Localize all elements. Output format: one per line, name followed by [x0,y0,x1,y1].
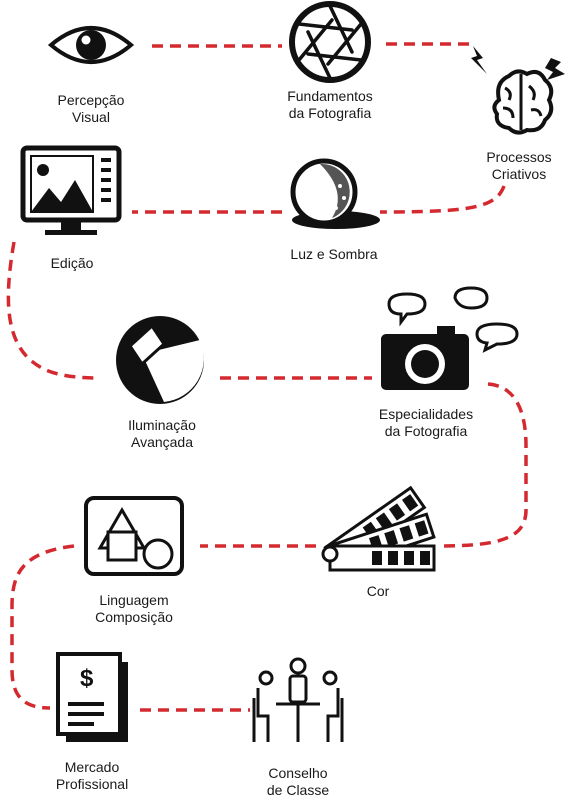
color-swatch-icon [321,485,436,572]
monitor-image-icon [20,145,122,235]
meeting-icon [252,657,344,742]
step-label-edicao: Edição [50,255,94,271]
path-seg-composition-market [10,544,75,710]
brain-icon [471,46,565,135]
shapes-icon [84,496,184,576]
step-label-processos-criativos: Processos Criativos [486,149,552,182]
step-label-linguagem-composicao: Linguagem Composição [95,592,173,625]
aperture-icon [289,1,371,83]
step-label-conselho-de-classe: Conselho de Classe [266,765,330,798]
path-seg-editing-lighting [6,241,97,380]
eye-icon [47,26,135,64]
connector-path [6,42,528,712]
lighting-icon [116,316,204,404]
step-label-cor: Cor [366,583,390,599]
step-label-percepcao-visual: Percepção Visual [57,92,125,125]
step-label-especialidades: Especialidades da Fotografia [378,406,474,439]
step-label-iluminacao-avancada: Iluminação Avançada [128,417,196,450]
path-seg-specialties-color [439,382,528,548]
step-label-fundamentos: Fundamentos da Fotografia [287,88,373,121]
step-label-mercado-profissional: Mercado Profissional [55,759,129,792]
sphere-shadow-icon [290,158,380,229]
document-dollar-icon: $ [56,652,128,742]
svg-text:$: $ [80,665,94,692]
step-label-luz-e-sombra: Luz e Sombra [290,246,378,262]
path-seg-processes-light [379,185,506,214]
camera-icon [381,286,519,390]
